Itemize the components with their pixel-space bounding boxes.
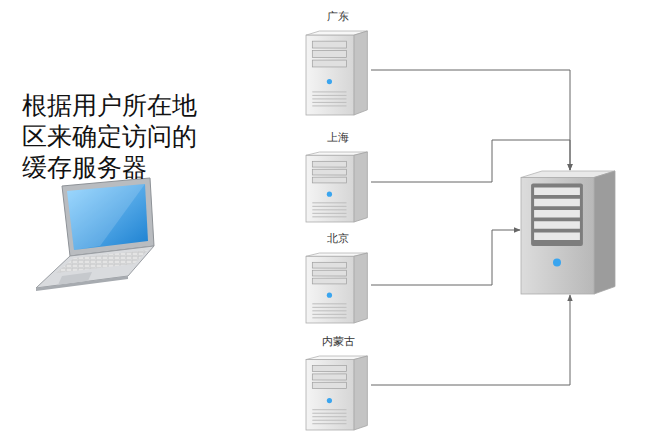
server-icon (305, 151, 371, 223)
origin-server (520, 170, 620, 295)
server-icon (305, 355, 371, 431)
server-icon (520, 170, 620, 295)
connector-arrow (371, 70, 570, 170)
cache-server: 广东 (305, 9, 371, 116)
server-icon (305, 30, 371, 116)
cache-server: 内蒙古 (305, 334, 371, 431)
region-label: 内蒙古 (305, 334, 371, 350)
connector-arrow (371, 230, 520, 285)
region-label: 上海 (305, 130, 371, 146)
region-label: 北京 (305, 231, 371, 247)
connector-arrow (371, 295, 570, 385)
cache-server: 上海 (305, 130, 371, 223)
cache-server: 北京 (305, 231, 371, 324)
server-icon (305, 252, 371, 324)
note-text: 根据用户所在地区来确定访问的缓存服务器 (22, 90, 212, 183)
region-label: 广东 (305, 9, 371, 25)
